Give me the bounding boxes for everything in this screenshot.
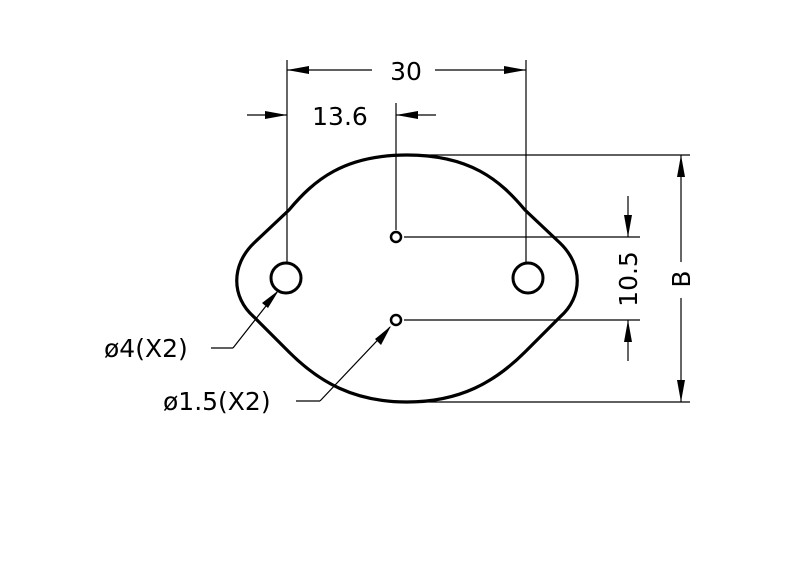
dimension-13-6-label: 13.6	[312, 102, 368, 131]
note-small-holes: ø1.5(X2)	[163, 387, 271, 416]
note-large-holes: ø4(X2)	[104, 334, 188, 363]
large-hole-left	[269, 261, 303, 295]
dimension-13-6: 13.6	[247, 102, 436, 230]
dimension-30-label: 30	[390, 57, 422, 86]
small-hole-bottom	[389, 313, 403, 327]
leader-small-holes: ø1.5(X2)	[163, 326, 391, 416]
dimension-30: 30	[286, 57, 527, 262]
dimension-10-5: 10.5	[404, 196, 643, 361]
dimension-10-5-label: 10.5	[614, 251, 643, 307]
large-hole-right	[511, 261, 545, 295]
dimension-b: B	[407, 154, 696, 403]
small-hole-top	[389, 230, 403, 244]
leader-large-holes: ø4(X2)	[104, 290, 279, 363]
dimension-b-label: B	[667, 270, 696, 287]
